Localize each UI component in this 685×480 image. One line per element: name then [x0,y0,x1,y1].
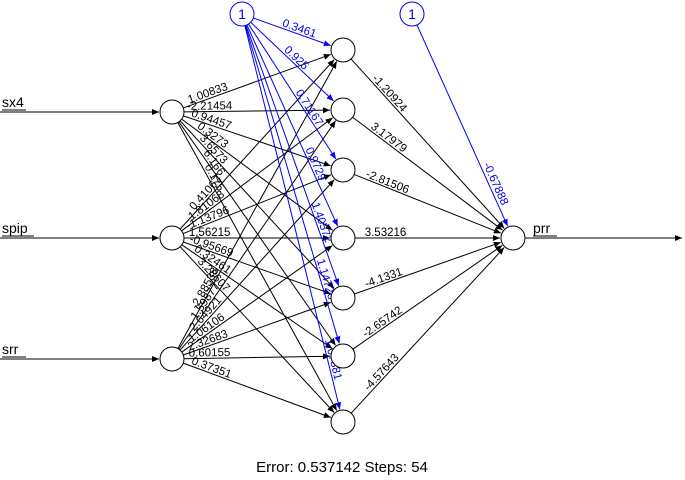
input-label-sx4: sx4 [2,94,24,110]
hidden-node-1 [330,37,356,63]
edge-sx4-h7 [177,122,338,411]
edge-spip-h3 [182,174,332,235]
output-node-prr [500,225,526,251]
bias-edge-h1 [253,17,331,47]
edge-spip-h5 [183,241,331,295]
edge-srr-h7 [183,362,331,418]
edge-sx4-h2 [183,107,331,114]
bias-weight-label-h1: 0.3461 [281,18,318,41]
edge-h5-out [354,241,501,295]
input-node-spip [159,225,185,251]
bias-weight-label-h2: 0.925 [281,44,310,73]
edge-h6-out [352,245,503,350]
weight-label-h1-out: -1.20924 [370,73,410,115]
hidden-node-3 [330,157,356,183]
bias-node-1 [229,1,255,27]
edge-spip-h6 [181,244,333,350]
bias-node-label-2: 1 [408,6,416,22]
weight-label-in-spip-h4: 1.56215 [189,227,231,239]
bias-edge-h7 [244,25,342,410]
bias-edge-h2 [250,21,334,102]
weight-label-h7-out: -4.57643 [362,352,402,393]
bias-weight-label-out: -0.67888 [480,161,510,207]
edge-srr-h5 [183,301,331,356]
edge-srr-h4 [181,245,333,353]
input-label-spip: spip [2,220,28,236]
edge-spip-h7 [179,246,335,413]
weight-label-h6-out: -2.65742 [361,305,405,341]
edge-spip-h2 [181,117,333,232]
input-node-sx4 [159,99,185,125]
footer-error-steps: Error: 0.537142 Steps: 54 [256,459,428,476]
bias-edge-out [416,24,509,227]
hidden-node-2 [330,97,356,123]
input-node-srr [159,346,185,372]
hidden-node-4 [330,225,356,251]
bias-edge-h5 [245,25,340,286]
weight-label-in-srr-h6: 0.60155 [189,347,231,360]
hidden-node-5 [330,285,356,311]
nodes-layer: sx4 spip srr prr 1 1 [2,1,557,435]
bias-node-2 [399,1,425,27]
bias-node-label-1: 1 [238,6,246,22]
edge-srr-h1 [177,61,338,349]
edge-sx4-h3 [183,115,331,167]
hidden-node-7 [330,409,356,435]
weight-label-in-sx4-h2: -2.21454 [187,100,233,113]
edge-sx4-h6 [178,121,336,346]
edges-layer [0,17,682,418]
weight-label-h2-out: 3.17979 [368,121,408,156]
edge-sx4-h1 [183,53,331,109]
weight-label-h4-out: 3.53216 [365,227,407,239]
edge-h1-out [350,58,505,229]
bias-edge-h4 [246,24,339,227]
edge-srr-h3 [179,179,335,351]
edge-h2-out [352,116,503,231]
hidden-node-6 [330,343,356,369]
output-label-prr: prr [533,220,550,236]
edge-srr-h6 [183,353,331,360]
bias-edge-h6 [244,25,341,344]
bias-weight-label-h3: 0.71167 [293,88,325,129]
input-label-srr: srr [2,341,19,357]
edge-spip-h1 [179,59,335,230]
bias-edge-h3 [248,23,337,160]
edge-h7-out [350,247,505,414]
edge-h3-out [353,173,502,234]
edge-srr-h2 [178,120,337,350]
weight-label-h3-out: -2.81506 [364,168,411,196]
weight-label-h5-out: -4.1331 [363,266,404,290]
